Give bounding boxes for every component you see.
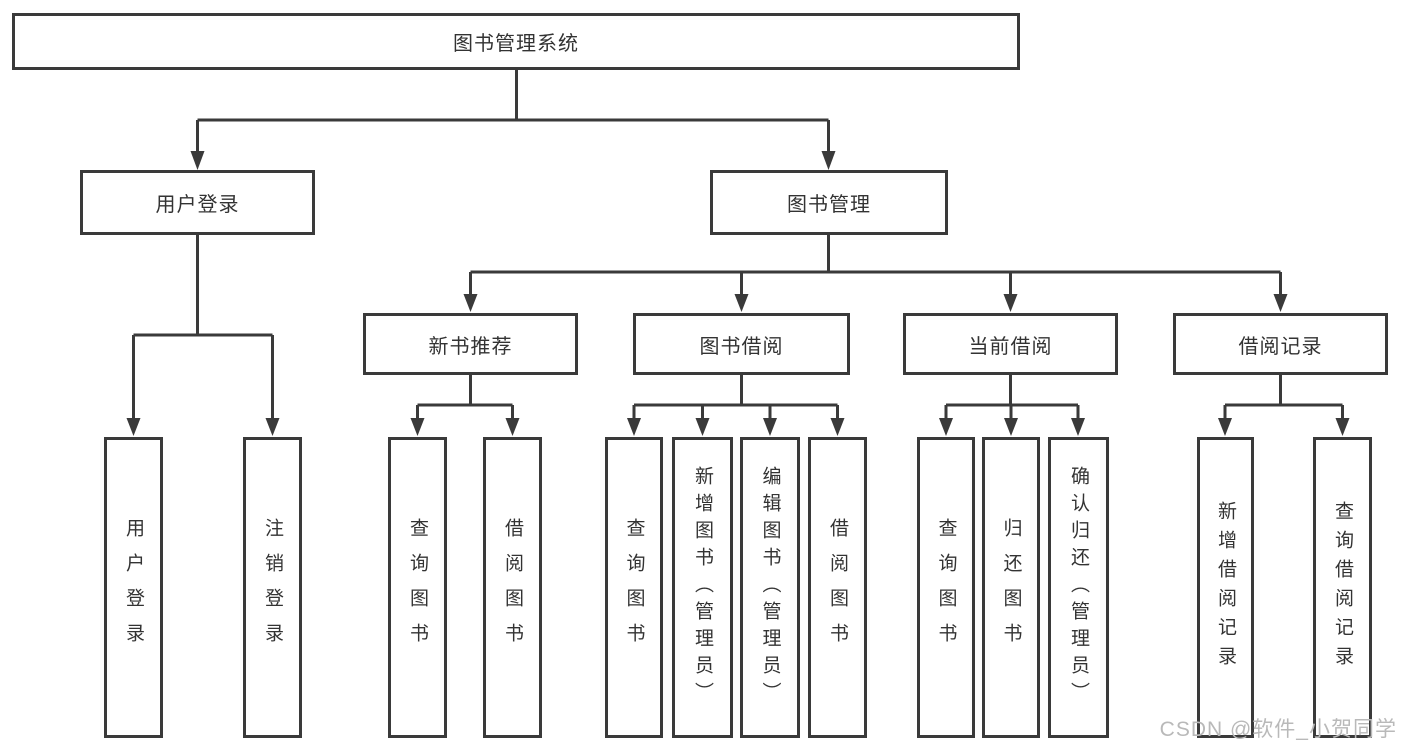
node-label: 确认归还（管理员） [1068, 466, 1089, 709]
leaf-nb-borrow-books: 借阅图书 [483, 437, 542, 738]
node-user-login: 用户登录 [80, 170, 315, 235]
node-label: 用户登录 [155, 194, 240, 216]
node-label: 新书推荐 [428, 335, 513, 358]
leaf-br-add-record: 新增借阅记录 [1197, 437, 1254, 738]
node-label: 当前借阅 [968, 335, 1053, 358]
leaf-bb-edit-books-admin: 编辑图书（管理员） [740, 437, 800, 738]
node-label: 编辑图书（管理员） [759, 466, 781, 709]
node-label: 借阅图书 [502, 517, 523, 658]
node-label: 归还图书 [1000, 517, 1022, 658]
node-label: 查询图书 [935, 517, 957, 658]
node-label: 借阅记录 [1238, 335, 1323, 358]
node-label: 查询图书 [407, 517, 428, 658]
node-label: 借阅图书 [827, 517, 848, 658]
leaf-nb-query-books: 查询图书 [388, 437, 447, 738]
node-borrowing-records: 借阅记录 [1173, 313, 1388, 375]
node-label: 用户登录 [123, 517, 144, 658]
node-book-borrowing: 图书借阅 [633, 313, 850, 375]
node-new-book-recommend: 新书推荐 [363, 313, 578, 375]
node-label: 注销登录 [262, 517, 283, 658]
node-label: 新增图书（管理员） [692, 466, 713, 709]
node-current-borrowing: 当前借阅 [903, 313, 1118, 375]
leaf-cb-return-books: 归还图书 [982, 437, 1040, 738]
node-label: 新增借阅记录 [1215, 500, 1236, 675]
leaf-bb-borrow-books: 借阅图书 [808, 437, 867, 738]
node-library-management-system: 图书管理系统 [12, 13, 1020, 70]
watermark-text: CSDN @软件_小贺同学 [1159, 718, 1397, 741]
leaf-logout: 注销登录 [243, 437, 302, 738]
leaf-bb-query-books: 查询图书 [605, 437, 663, 738]
leaf-bb-add-books-admin: 新增图书（管理员） [672, 437, 733, 738]
node-label: 图书借阅 [699, 335, 784, 358]
node-label: 查询借阅记录 [1332, 500, 1353, 675]
leaf-cb-confirm-return-admin: 确认归还（管理员） [1048, 437, 1109, 738]
node-book-management: 图书管理 [710, 170, 948, 235]
leaf-br-query-record: 查询借阅记录 [1313, 437, 1372, 738]
node-label: 图书管理系统 [453, 33, 579, 55]
node-label: 图书管理 [787, 194, 871, 216]
node-label: 查询图书 [623, 517, 645, 658]
leaf-user-login: 用户登录 [104, 437, 163, 738]
leaf-cb-query-books: 查询图书 [917, 437, 975, 738]
